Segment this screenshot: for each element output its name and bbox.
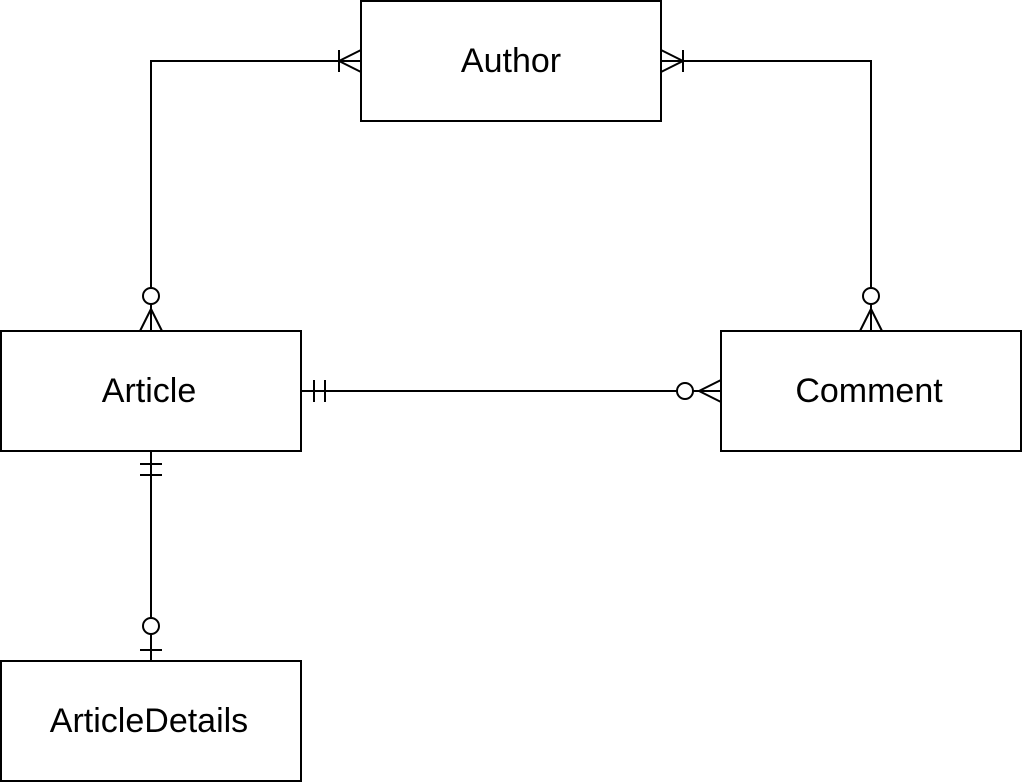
- crows-foot-zero-or-many-icon: [139, 287, 163, 332]
- entity-label: Article: [102, 372, 196, 410]
- exactly-one-mark-icon: [313, 380, 326, 402]
- crows-foot-zero-or-many-icon: [676, 379, 722, 403]
- crows-foot-zero-or-many-icon: [859, 287, 883, 332]
- zero-or-one-mark-icon: [140, 617, 162, 651]
- entity-article-details[interactable]: ArticleDetails: [0, 660, 302, 782]
- entity-box: [720, 330, 1022, 452]
- entity-box: [360, 0, 662, 122]
- entity-label: Comment: [795, 372, 943, 410]
- relationship-author-comment: [660, 49, 883, 332]
- entity-box: [0, 330, 302, 452]
- relationship-author-article: [139, 49, 362, 332]
- entity-author[interactable]: Author: [360, 0, 662, 122]
- entity-label: Author: [461, 42, 561, 80]
- relationship-article-articledetails: [140, 451, 162, 661]
- exactly-one-mark-icon: [140, 463, 162, 476]
- relationship-article-comment: [301, 379, 722, 403]
- connector-line: [661, 60, 872, 331]
- entity-label: ArticleDetails: [50, 702, 248, 740]
- entity-comment[interactable]: Comment: [720, 330, 1022, 452]
- entity-box: [0, 660, 302, 782]
- crows-foot-one-or-many-icon: [338, 49, 362, 73]
- entity-article[interactable]: Article: [0, 330, 302, 452]
- crows-foot-one-or-many-icon: [660, 49, 684, 73]
- connector-line: [150, 60, 361, 331]
